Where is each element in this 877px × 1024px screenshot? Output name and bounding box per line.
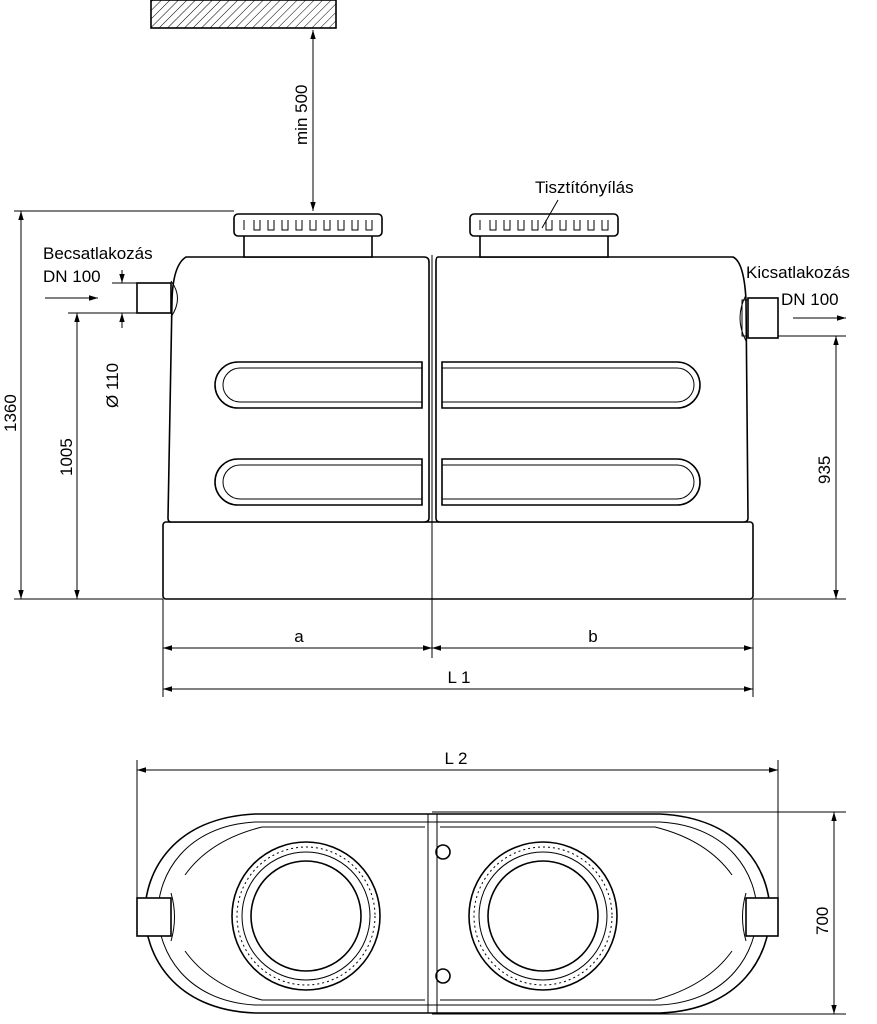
tank-ribs-left <box>214 361 423 506</box>
inlet-height-label: 1005 <box>57 438 76 476</box>
min-clearance-label: min 500 <box>292 85 311 145</box>
inlet-pipe <box>136 280 178 318</box>
length-dimensions: a b L 1 <box>162 599 754 697</box>
plan-opening-left <box>231 841 381 991</box>
cleaning-opening-label: Tisztítónyílás <box>535 178 634 197</box>
cleaning-opening-callout: Tisztítónyílás <box>535 178 634 229</box>
plan-outer-outline <box>144 813 771 1014</box>
outlet-height-dimension: 935 <box>778 335 846 599</box>
dim-a-label: a <box>294 627 304 646</box>
length-l2-label: L 2 <box>444 749 467 768</box>
plan-outlet-pipe <box>745 897 779 937</box>
inlet-dn: DN 100 <box>43 267 101 286</box>
height-total-label: 1360 <box>1 394 20 432</box>
pipe-diameter-dimension: Ø 110 <box>103 270 137 408</box>
cleaning-opening-left <box>233 213 383 258</box>
outlet-callout: Kicsatlakozás DN 100 <box>746 263 850 321</box>
plan-inlet-pipe <box>136 897 172 937</box>
outlet-title: Kicsatlakozás <box>746 263 850 282</box>
outlet-dn: DN 100 <box>781 290 839 309</box>
width-plan-label: 700 <box>813 907 832 935</box>
dim-b-label: b <box>588 627 597 646</box>
height-total-dimension: 1360 <box>1 210 234 599</box>
plan-view: L 2 700 <box>136 749 846 1015</box>
ceiling-slab <box>150 0 337 29</box>
tank-base <box>162 521 754 600</box>
length-l1-label: L 1 <box>447 668 470 687</box>
side-elevation <box>14 213 846 600</box>
tank-right-half <box>435 256 749 523</box>
tank-left-half <box>167 256 430 523</box>
pipe-diameter-label: Ø 110 <box>103 363 122 408</box>
min-clearance-dimension: min 500 <box>292 30 316 211</box>
inlet-height-dimension: 1005 <box>57 312 137 599</box>
inlet-title: Becsatlakozás <box>43 244 153 263</box>
outlet-height-label: 935 <box>815 456 834 484</box>
outlet-pipe <box>739 294 779 342</box>
plan-opening-right <box>468 841 618 991</box>
tank-ribs-right <box>441 361 701 506</box>
cleaning-opening-right <box>469 213 619 258</box>
inlet-callout: Becsatlakozás DN 100 <box>43 244 153 301</box>
